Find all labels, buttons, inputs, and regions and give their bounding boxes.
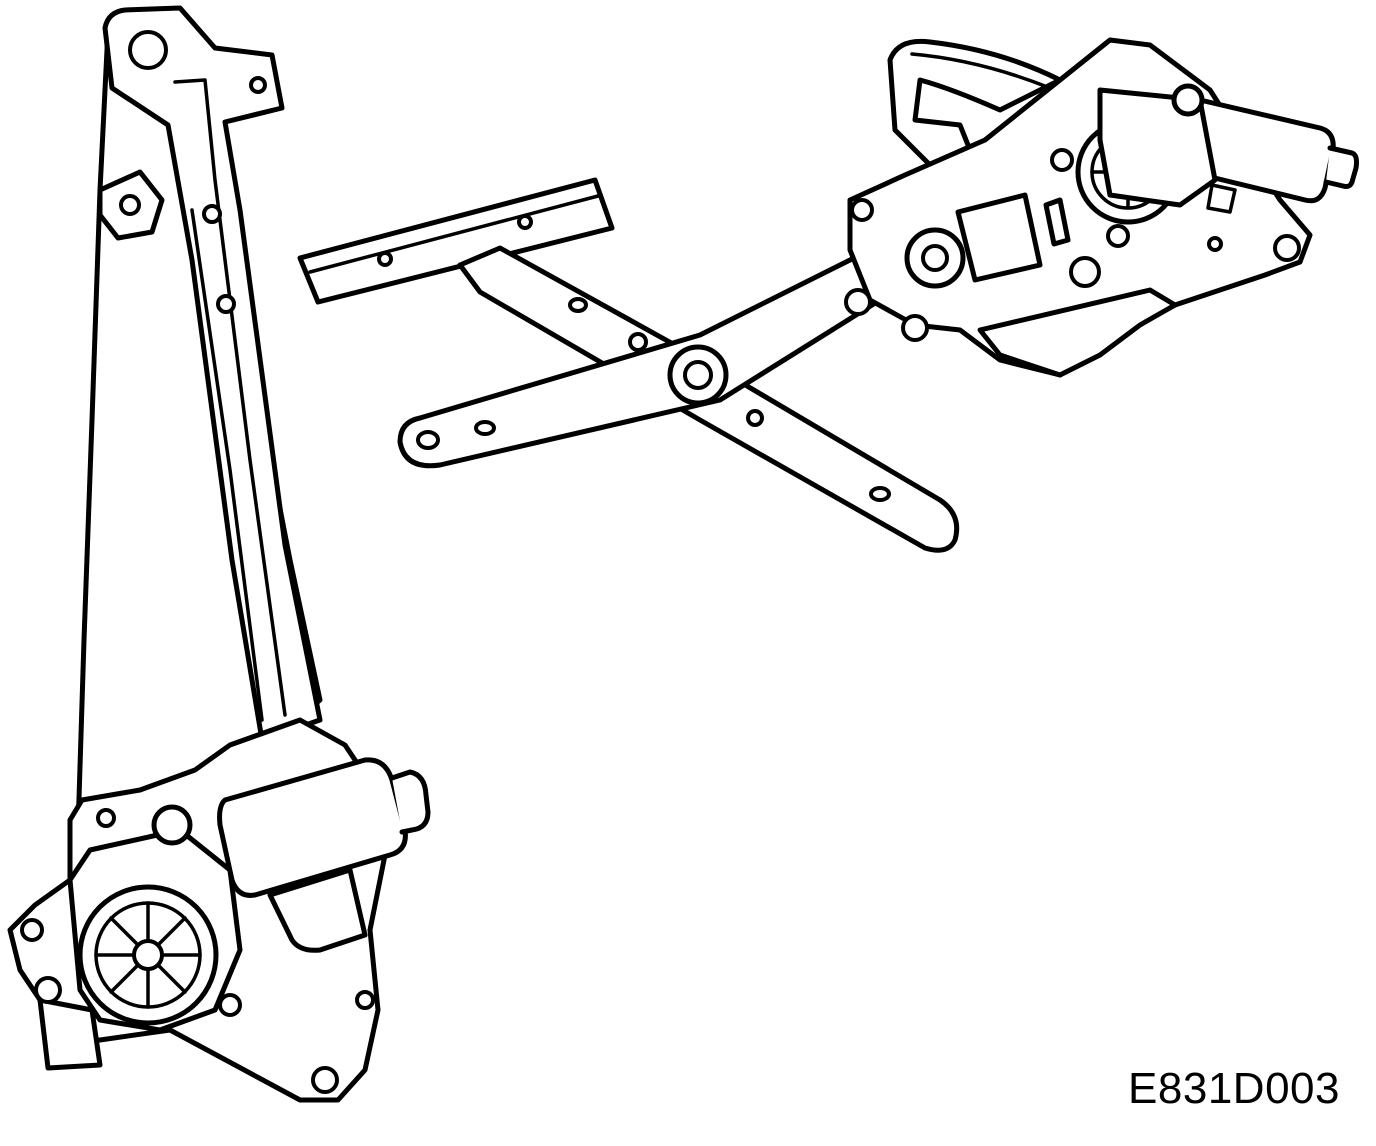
bracket-hole-bottom xyxy=(311,1066,339,1094)
motor-shaft-cap xyxy=(389,769,431,835)
plate-hole-upper xyxy=(1050,148,1074,172)
arm-a-slot xyxy=(568,297,588,313)
gear-sector xyxy=(887,38,1063,168)
side-tab-hole xyxy=(119,194,141,216)
gear-sector-teeth xyxy=(910,52,1052,90)
arm-b-end-hole xyxy=(416,430,440,450)
arm-b-slot xyxy=(474,420,496,436)
bracket-hole-left xyxy=(34,976,62,1004)
bracket-hole-top xyxy=(96,808,116,828)
motor-terminal-block xyxy=(1206,183,1237,214)
guide-rail-edge xyxy=(173,78,287,717)
plate-lower-rib xyxy=(977,287,1178,378)
motor-body xyxy=(217,757,408,898)
motor-body-right xyxy=(1187,97,1336,204)
plate-hole-lower xyxy=(1069,256,1101,288)
lift-arm-b xyxy=(397,252,883,469)
motor-lower-housing xyxy=(267,867,368,953)
plate-hole-mid xyxy=(1106,224,1130,248)
channel-hole-2 xyxy=(517,214,533,230)
motor-pivot xyxy=(151,804,193,846)
guide-rail xyxy=(102,5,323,743)
channel-hole-1 xyxy=(377,251,393,267)
figure-reference-code: E831D003 xyxy=(1128,1064,1340,1113)
rail-hole-1 xyxy=(202,204,222,224)
guide-rail-edge-inner xyxy=(190,208,264,722)
plate-hole-small xyxy=(1207,236,1223,252)
top-tab-hole xyxy=(249,76,267,94)
motor-bracket-foot xyxy=(37,997,103,1071)
glass-channel-lip xyxy=(308,194,600,274)
scissor-pivot-hub xyxy=(683,360,713,390)
top-mount-hole xyxy=(128,30,168,70)
gear-drum-spokes xyxy=(94,901,202,1009)
plate-hole-right xyxy=(1273,234,1301,262)
rail-hole-2 xyxy=(216,294,236,314)
arm-a-hole-1 xyxy=(628,332,648,352)
motor-pivot-right xyxy=(1171,83,1205,117)
plate-mount-hole xyxy=(921,244,949,272)
scissor-regulator-assembly xyxy=(297,37,1359,553)
plate-slot xyxy=(1043,197,1071,247)
plate-hole-arm xyxy=(844,288,872,316)
plate-hole-bottom xyxy=(901,314,929,342)
vertical-regulator-assembly xyxy=(7,5,431,1103)
glass-channel xyxy=(297,177,615,305)
motor-shaft-cap-right xyxy=(1323,145,1359,189)
bracket-hole-center xyxy=(218,993,242,1017)
plate-label-area xyxy=(955,192,1043,283)
bracket-hole-right xyxy=(355,990,375,1010)
plate-hole-left xyxy=(850,198,874,222)
arm-a-end-slot xyxy=(869,486,891,502)
arm-a-hole-2 xyxy=(746,409,764,427)
bracket-hole-upper-left xyxy=(20,918,44,942)
